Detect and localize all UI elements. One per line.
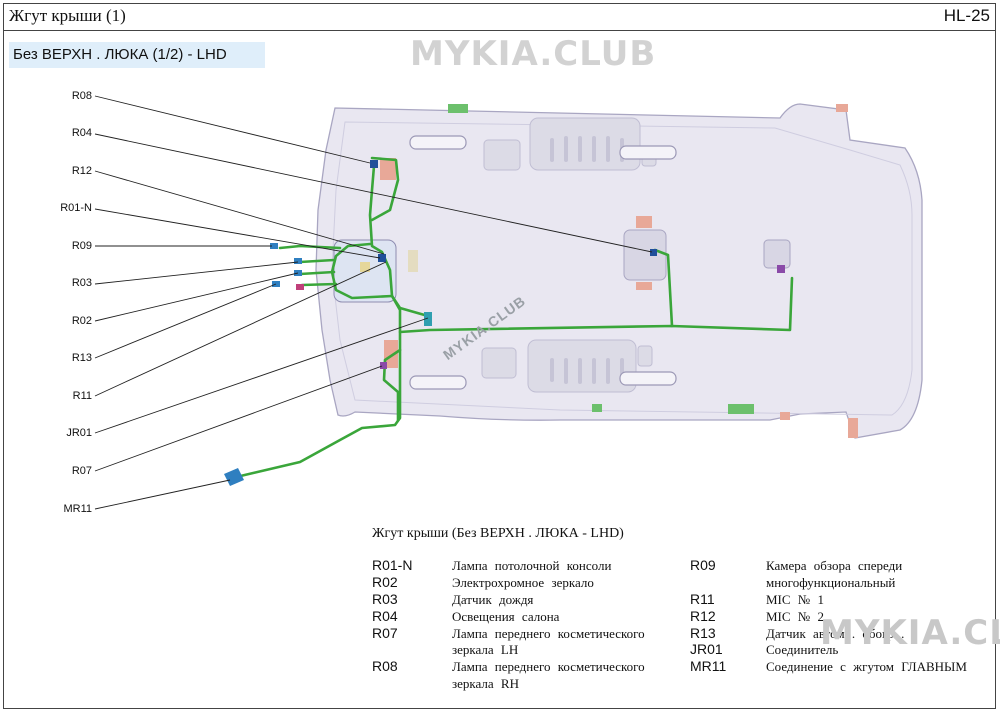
- legend-title: Жгут крыши (Без ВЕРХН . ЛЮКА - LHD): [372, 526, 624, 541]
- callout-r02: R02: [71, 315, 92, 327]
- callout-mr11: MR11: [63, 503, 92, 515]
- legend-desc: Лампа переднего косметического: [452, 659, 645, 674]
- callout-jr01: JR01: [66, 427, 92, 439]
- legend-code: R13: [690, 625, 716, 641]
- legend-desc: MIC № 2: [766, 609, 824, 624]
- legend-desc: зеркала RH: [452, 676, 519, 691]
- watermark-bottom: MYKIA.CLUB: [820, 613, 1000, 653]
- pink-clips: [380, 104, 858, 438]
- header-bar: [3, 3, 996, 31]
- rear-lamp-recess: [763, 239, 791, 269]
- legend-desc: MIC № 1: [766, 592, 824, 607]
- legend-desc: Соединение с жгутом ГЛАВНЫМ: [766, 659, 967, 674]
- legend-code: R08: [372, 658, 398, 674]
- diagram-subtitle: Без ВЕРХН . ЛЮКА (1/2) - LHD: [13, 46, 227, 63]
- pocket-ribs: [550, 136, 624, 384]
- legend-code: R01-N: [372, 557, 413, 573]
- callout-r01-n: R01-N: [60, 202, 92, 214]
- legend-code: MR11: [690, 658, 727, 674]
- page-title: Жгут крыши (1): [9, 6, 126, 25]
- legend-desc: Электрохромное зеркало: [452, 575, 594, 590]
- legend-code: R09: [690, 557, 716, 573]
- callout-r09: R09: [71, 240, 92, 252]
- legend-code: R04: [372, 608, 398, 624]
- leader-lines: [94, 95, 653, 510]
- headliner-panel: [315, 103, 923, 439]
- legend-code: R02: [372, 574, 398, 590]
- callout-r03: R03: [71, 277, 92, 289]
- legend-desc: многофункциональный: [766, 575, 896, 590]
- legend-code: R12: [690, 608, 716, 624]
- callout-r11: R11: [72, 390, 92, 402]
- green-clips: [408, 104, 754, 414]
- headliner-inner-edge: [331, 121, 913, 416]
- callout-r12: R12: [71, 165, 92, 177]
- legend-code: R07: [372, 625, 398, 641]
- watermark-top: MYKIA.CLUB: [410, 34, 657, 74]
- grab-handles: [409, 135, 677, 390]
- legend-desc: Освещения салона: [452, 609, 560, 624]
- page-frame: [3, 3, 996, 709]
- legend-desc: Датчик дождя: [452, 592, 534, 607]
- front-lamp-recess: [623, 229, 667, 281]
- legend-desc: Камера обзора спереди: [766, 558, 903, 573]
- legend-desc: Лампа переднего косметического: [452, 626, 645, 641]
- callout-r08: R08: [71, 90, 92, 102]
- legend-desc: зеркала LH: [452, 642, 519, 657]
- page-code: HL-25: [943, 6, 990, 25]
- legend-desc: Соединитель: [766, 642, 839, 657]
- callout-r13: R13: [71, 352, 92, 364]
- legend-code: JR01: [690, 641, 723, 657]
- legend-desc: Датчик автом . обогр .: [766, 626, 905, 641]
- callout-r04: R04: [71, 127, 92, 139]
- subtitle-box: [9, 42, 265, 68]
- legend-code: R03: [372, 591, 398, 607]
- callout-r07: R07: [71, 465, 92, 477]
- harness-wires: [230, 156, 794, 480]
- legend-desc: Лампа потолочной консоли: [452, 558, 612, 573]
- legend-code: R11: [690, 591, 715, 607]
